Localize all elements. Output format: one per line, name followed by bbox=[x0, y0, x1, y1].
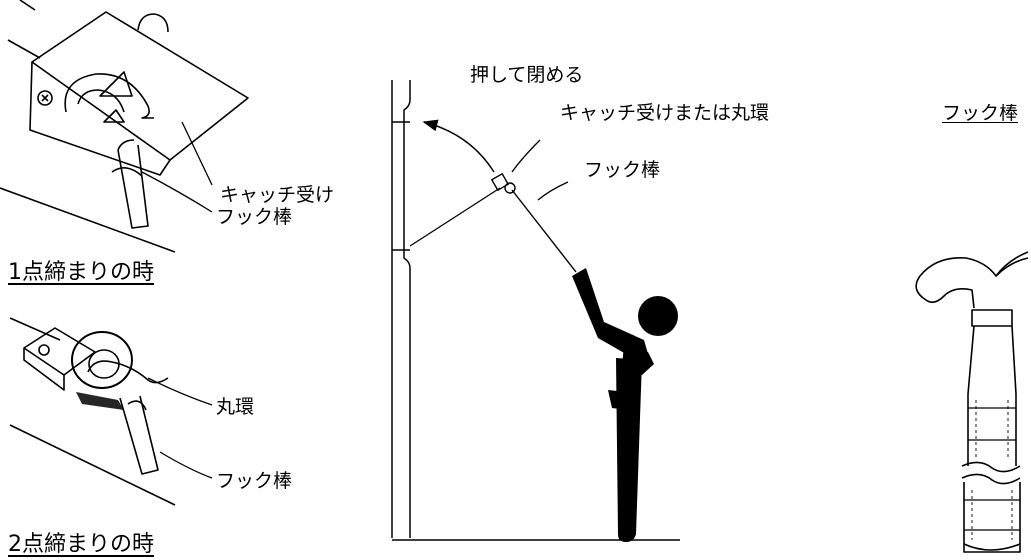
hook-pole-label-bottom: フック棒 bbox=[216, 470, 293, 492]
top-left-leader-lines bbox=[141, 121, 213, 213]
bottom-left-leader-lines bbox=[147, 377, 213, 479]
catch-receiver-label: キャッチ受け bbox=[220, 184, 335, 206]
ring-fixture-illustration bbox=[9, 317, 176, 506]
ring-label: 丸環 bbox=[216, 396, 255, 418]
two-point-lock-caption: 2点締まりの時 bbox=[8, 532, 154, 557]
hook-pole-title: フック棒 bbox=[942, 104, 1019, 123]
closing-direction-arrow bbox=[422, 119, 495, 173]
person-figure bbox=[572, 268, 678, 542]
push-to-close-label: 押して閉める bbox=[470, 64, 584, 86]
hook-pole-label-center: フック棒 bbox=[584, 159, 661, 181]
hook-pole bbox=[511, 189, 577, 273]
center-leader-lines bbox=[511, 139, 569, 201]
catch-receiver-illustration bbox=[0, 0, 249, 253]
single-point-lock-caption: 1点締まりの時 bbox=[8, 260, 154, 285]
hook-pole-segment-lines bbox=[964, 407, 1020, 531]
hook-pole-detail bbox=[915, 251, 1029, 553]
catch-ring-marker bbox=[490, 172, 516, 194]
catch-or-ring-label: キャッチ受けまたは丸環 bbox=[560, 102, 770, 124]
open-window-pane bbox=[409, 187, 501, 247]
hook-pole-label-top: フック棒 bbox=[216, 206, 293, 228]
hook-pole-dashed-segments bbox=[971, 400, 1013, 540]
